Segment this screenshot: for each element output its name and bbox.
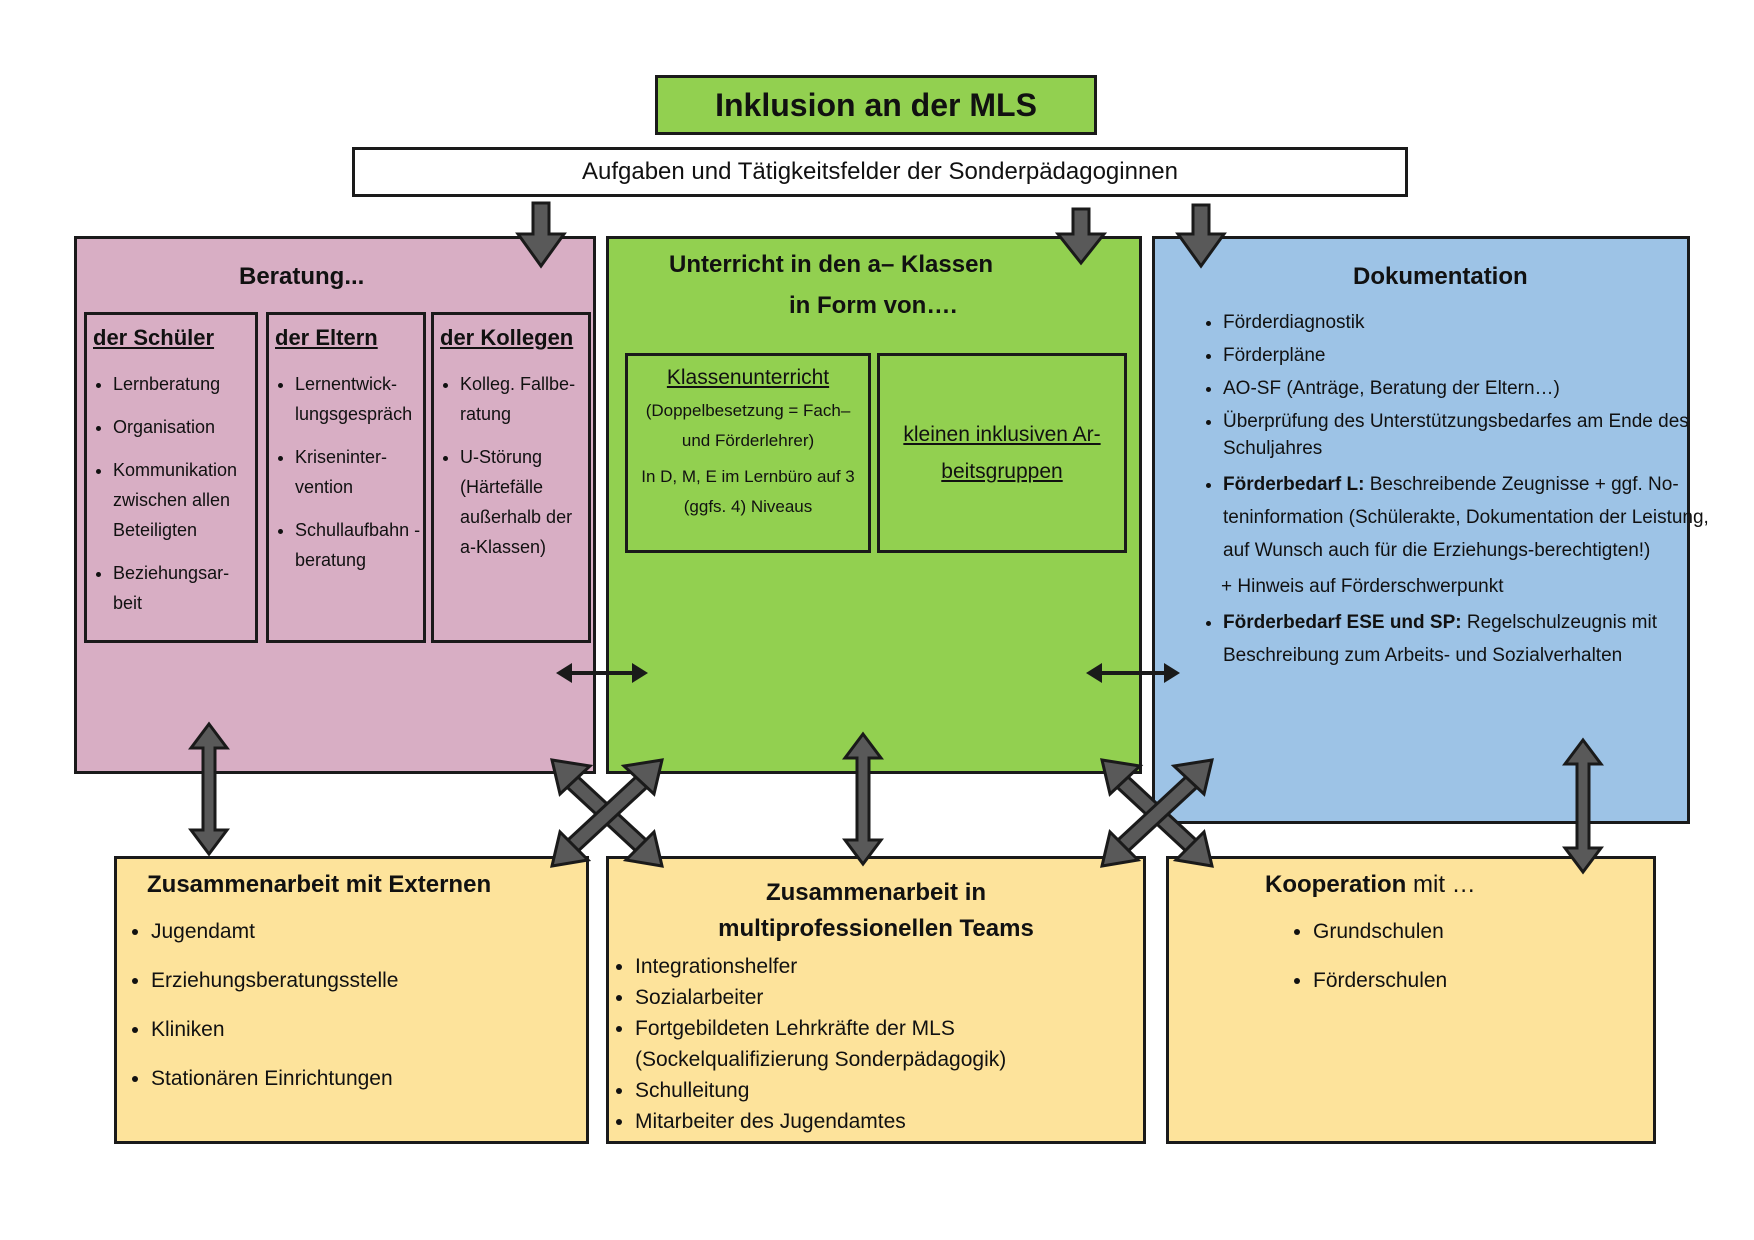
subtitle-text: Aufgaben und Tätigkeitsfelder der Sonder… [581, 158, 1178, 185]
dokumentation-box: Dokumentation Förderdiagnostik Förderplä… [1152, 236, 1709, 824]
list-item: Lernberatung [113, 369, 255, 399]
list-item: Kliniken [151, 1017, 399, 1042]
list-item-foerderbedarf-ese: Förderbedarf ESE und SP: Regelschulzeugn… [1223, 606, 1733, 672]
list-item: AO-SF (Anträge, Beratung der Eltern…) [1223, 375, 1733, 402]
beratung-heading: Beratung... [239, 263, 365, 290]
list-item-foerderbedarf-l: Förderbedarf L: Beschreibende Zeugnisse … [1223, 468, 1733, 567]
foerderbedarf-ese-label: Förderbedarf ESE und SP: [1223, 612, 1462, 633]
foerderbedarf-l-label: Förderbedarf L: [1223, 474, 1365, 495]
list-item: Beziehungsar-beit [113, 558, 255, 618]
externe-heading: Zusammenarbeit mit Externen [147, 871, 492, 898]
kooperation-heading-bold: Kooperation [1265, 871, 1407, 898]
gruppen-box: kleinen inklusiven Ar-beitsgruppen [877, 353, 1127, 553]
list-item: Stationären Einrichtungen [151, 1066, 399, 1091]
list-item: Mitarbeiter des Jugendamtes [635, 1106, 1135, 1137]
kooperation-box: Kooperation mit … Grundschulen Fördersch… [1166, 856, 1656, 1144]
list-item: Integrationshelfer [635, 951, 1135, 982]
list-item: Kommunikation zwischen allen Beteiligten [113, 455, 255, 545]
foerderbedarf-l-text: Beschreibende Zeugnisse + ggf. No-teninf… [1223, 474, 1709, 561]
subtitle-box: Aufgaben und Tätigkeitsfelder der Sonder… [352, 147, 1408, 197]
eltern-title: der Eltern [275, 325, 378, 350]
eltern-box: der Eltern Lernentwick-lungsgespräch Kri… [266, 312, 426, 643]
kooperation-heading-rest: mit … [1406, 871, 1476, 898]
list-item: Förderdiagnostik [1223, 309, 1733, 336]
klassenunterricht-title: Klassenunterricht [666, 366, 830, 389]
double-arrow-beratung-unterricht-icon [556, 663, 648, 683]
schueler-box: der Schüler Lernberatung Organisation Ko… [84, 312, 258, 643]
title-text: Inklusion an der MLS [715, 86, 1037, 123]
klassenunterricht-box: Klassenunterricht (Doppelbesetzung = Fac… [625, 353, 871, 553]
list-item: Schullaufbahn -beratung [295, 515, 423, 575]
klassenunterricht-text2: In D, M, E im Lernbüro auf 3 (ggfs. 4) N… [641, 467, 855, 516]
beratung-box: Beratung... der Schüler Lernberatung Org… [74, 236, 596, 774]
teams-box: Zusammenarbeit in multiprofessionellen T… [606, 856, 1146, 1144]
teams-heading-1: Zusammenarbeit in [765, 879, 987, 906]
kollegen-title: der Kollegen [440, 325, 574, 350]
gruppen-text: kleinen inklusiven Ar-beitsgruppen [903, 423, 1101, 483]
list-item: Jugendamt [151, 919, 399, 944]
list-item: Förderschulen [1313, 968, 1447, 993]
double-arrow-unterricht-doku-icon [1086, 663, 1180, 683]
unterricht-heading-1: Unterricht in den a– Klassen [669, 251, 994, 278]
schueler-title: der Schüler [93, 325, 215, 350]
cross-arrows-left-icon [550, 758, 664, 868]
list-item: Organisation [113, 412, 255, 442]
unterricht-heading-2: in Form von…. [789, 292, 957, 319]
list-item: Förderpläne [1223, 342, 1733, 369]
list-item: Überprüfung des Unterstützungsbedarfes a… [1223, 408, 1733, 462]
list-item: Schulleitung [635, 1075, 1135, 1106]
list-item: Kolleg. Fallbe-ratung [460, 369, 588, 429]
down-arrow-beratung-icon [515, 201, 567, 269]
unterricht-box: Unterricht in den a– Klassen in Form von… [606, 236, 1142, 774]
klassenunterricht-text1: (Doppelbesetzung = Fach– und Förderlehre… [645, 401, 851, 450]
hinweis-text: + Hinweis auf Förderschwerpunkt [1221, 576, 1504, 597]
list-item: Lernentwick-lungsgespräch [295, 369, 423, 429]
list-item: Fortgebildeten Lehrkräfte der MLS (Socke… [635, 1013, 1135, 1075]
list-item: Sozialarbeiter [635, 982, 1135, 1013]
list-item: Erziehungsberatungsstelle [151, 968, 399, 993]
teams-heading-2: multiprofessionellen Teams [718, 915, 1034, 942]
double-arrow-unterricht-teams-icon [842, 731, 884, 867]
diagram-title: Inklusion an der MLS [655, 75, 1097, 135]
down-arrow-dokumentation-icon [1175, 203, 1227, 269]
cross-arrows-right-icon [1100, 758, 1214, 868]
list-item: U-Störung (Härtefälle außerhalb der a-Kl… [460, 442, 588, 562]
kollegen-box: der Kollegen Kolleg. Fallbe-ratung U-Stö… [431, 312, 591, 643]
kooperation-heading: Kooperation mit … [1265, 871, 1476, 899]
list-item: Grundschulen [1313, 919, 1447, 944]
double-arrow-doku-kooperation-icon [1562, 737, 1604, 875]
externe-box: Zusammenarbeit mit Externen Jugendamt Er… [114, 856, 589, 1144]
foerderbedarf-ese-text: Regelschulzeugnis mit Beschreibung zum A… [1223, 612, 1657, 666]
down-arrow-unterricht-icon [1054, 207, 1108, 266]
double-arrow-beratung-externe-icon [188, 721, 230, 857]
dokumentation-heading: Dokumentation [1353, 263, 1528, 290]
list-item: Kriseninter-vention [295, 442, 423, 502]
